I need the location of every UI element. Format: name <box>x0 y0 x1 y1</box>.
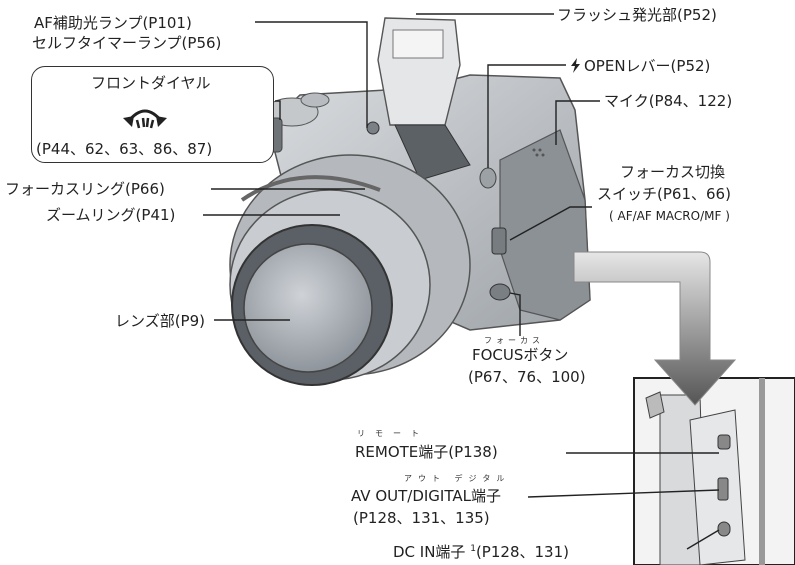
open-lever-label: OPENレバー(P52) <box>570 57 710 75</box>
dial-rotate-icon <box>123 109 167 129</box>
front-dial-pages: (P44、62、63、86、87) <box>36 140 213 158</box>
mic-label: マイク(P84、122) <box>604 92 733 110</box>
focus-ring-label: フォーカスリング(P66) <box>5 180 165 198</box>
dc-in-label: DC IN端子 1(P128、131) <box>393 540 569 561</box>
focus-button-pages: (P67、76、100) <box>468 368 586 386</box>
remote-label: REMOTE端子(P138) <box>355 443 498 461</box>
remote-ruby: リモート <box>357 429 429 438</box>
dc-in-pages: (P128、131) <box>475 543 569 561</box>
focus-switch-modes: ( AF/AF MACRO/MF ) <box>609 209 730 223</box>
af-lamp-label: AF補助光ランプ(P101) <box>34 14 192 32</box>
lens-label: レンズ部(P9) <box>115 312 205 330</box>
open-lever-text: OPENレバー(P52) <box>584 57 711 75</box>
self-timer-lamp-label: セルフタイマーランプ(P56) <box>32 34 222 52</box>
av-out-ruby: アウト デジタル <box>404 474 511 483</box>
focus-button-label: FOCUSボタン <box>472 346 569 364</box>
flash-bolt-icon <box>571 58 580 73</box>
av-out-label: AV OUT/DIGITAL端子 <box>351 487 501 505</box>
focus-switch-label-2: スイッチ(P61、66) <box>597 185 731 203</box>
dc-in-text: DC IN端子 <box>393 543 466 561</box>
detail-arrow <box>573 251 737 406</box>
flash-label: フラッシュ発光部(P52) <box>557 6 717 24</box>
side-panel-detail <box>633 377 795 565</box>
dc-in-footnote: 1 <box>470 544 476 554</box>
front-dial-label: フロントダイヤル <box>91 74 211 92</box>
leader-lines <box>203 13 720 550</box>
focus-button-ruby: フォーカス <box>484 336 544 345</box>
zoom-ring-label: ズームリング(P41) <box>46 206 176 224</box>
focus-switch-label-1: フォーカス切換 <box>620 163 726 181</box>
av-out-pages: (P128、131、135) <box>353 509 490 527</box>
